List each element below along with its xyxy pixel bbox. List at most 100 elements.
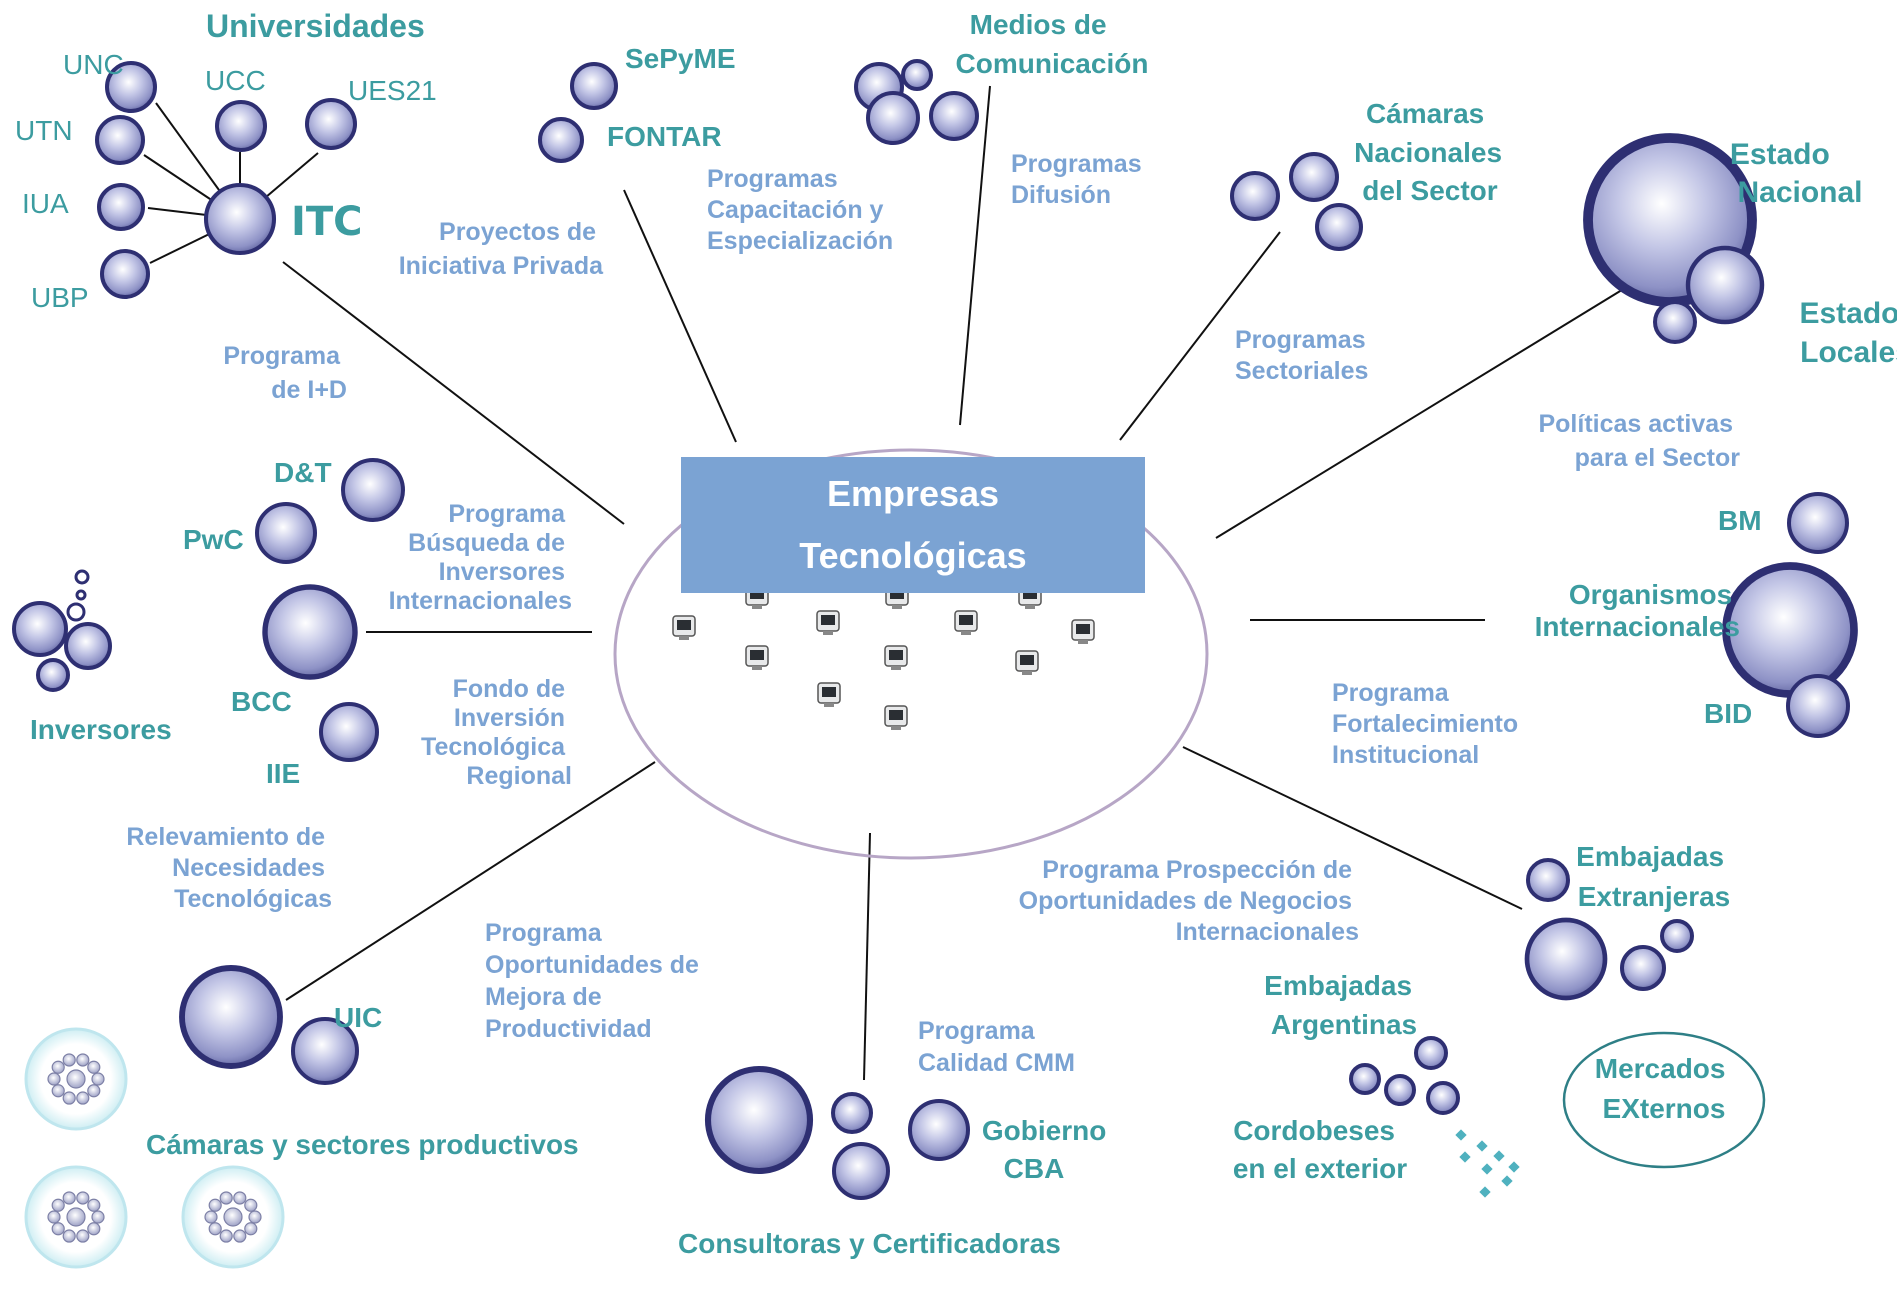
label-oportunidades: Programa Oportunidades de Mejora de Prod… xyxy=(485,919,706,1043)
label-organismos: Organismos Internacionales xyxy=(1535,579,1740,642)
dt-node xyxy=(341,458,405,522)
label-calidad: Programa Calidad CMM xyxy=(918,1017,1075,1077)
bm-node xyxy=(1787,492,1849,554)
computer-icons xyxy=(672,584,1095,730)
computer-icon xyxy=(884,705,908,730)
label-embajadas-argentinas: Embajadas Argentinas xyxy=(1264,970,1420,1040)
sphere-nodes xyxy=(12,59,1858,1200)
gobierno-node xyxy=(908,1099,970,1161)
embajadas-argentinas-node-3 xyxy=(1384,1074,1416,1106)
inversores-small-dot-2 xyxy=(66,602,86,622)
label-busqueda: Programa Búsqueda de Inversores Internac… xyxy=(389,500,572,615)
unc-node xyxy=(105,61,157,113)
computer-icon xyxy=(884,645,908,670)
label-iie: IIE xyxy=(266,758,300,789)
cluster-icons xyxy=(24,1027,1520,1269)
label-mercados: Mercados EXternos xyxy=(1595,1053,1734,1124)
cordobeses-dot-icon xyxy=(1508,1161,1520,1173)
label-camaras-productivos: Cámaras y sectores productivos xyxy=(146,1129,579,1160)
label-ues21: UES21 xyxy=(348,75,437,106)
cordobeses-dot-icon xyxy=(1493,1150,1505,1162)
estado-nacional-small-node xyxy=(1685,245,1765,325)
consultoras-node-1 xyxy=(704,1065,814,1175)
inversores-node-2 xyxy=(64,622,112,670)
cordobeses-dot-icon xyxy=(1479,1186,1491,1198)
label-bm: BM xyxy=(1718,505,1762,536)
productive-cluster-icon xyxy=(24,1027,128,1131)
empresas-tecnologicas-box: Empresas Tecnológicas xyxy=(681,457,1145,593)
label-fontar: FONTAR xyxy=(607,121,722,152)
label-prospeccion: Programa Prospección de Oportunidades de… xyxy=(1019,856,1359,946)
bcc-node xyxy=(262,584,358,680)
label-programa-id: Programa de I+D xyxy=(223,342,347,404)
label-estado-nacional: Estado Nacional xyxy=(1730,138,1863,209)
label-ucc: UCC xyxy=(205,65,266,96)
fontar-node xyxy=(538,117,584,163)
bid-node xyxy=(1786,674,1850,738)
mercados-externos-ellipse xyxy=(1562,1031,1766,1169)
label-capacitacion: Programas Capacitación y Especialización xyxy=(707,165,893,255)
iie-node xyxy=(319,702,379,762)
consultoras-node-3 xyxy=(832,1142,890,1200)
cordobeses-dot-icon xyxy=(1481,1163,1493,1175)
iua-node xyxy=(97,183,145,231)
computer-icon xyxy=(816,610,840,635)
pwc-node xyxy=(255,502,317,564)
companies-ellipse xyxy=(613,448,1209,860)
estados-locales-node xyxy=(1653,300,1697,344)
label-utn: UTN xyxy=(15,115,73,146)
label-medios: Medios de Comunicación xyxy=(956,9,1149,79)
itc-node xyxy=(203,182,277,256)
label-iua: IUA xyxy=(22,188,69,219)
label-politicas: Políticas activas para el Sector xyxy=(1538,410,1740,472)
label-pwc: PwC xyxy=(183,524,244,555)
ubp-node xyxy=(100,249,150,299)
label-unc: UNC xyxy=(63,49,124,80)
cordobeses-dot-icon xyxy=(1501,1175,1513,1187)
inversores-node-3 xyxy=(36,658,70,692)
computer-icon xyxy=(745,645,769,670)
productive-cluster-icon xyxy=(181,1165,285,1269)
label-itc: ITC xyxy=(291,199,363,245)
inversores-small-dot-0 xyxy=(74,569,90,585)
embajadas-argentinas-node-4 xyxy=(1426,1081,1460,1115)
label-consultoras: Consultoras y Certificadoras xyxy=(678,1228,1061,1259)
label-gobierno: Gobierno CBA xyxy=(982,1115,1114,1184)
label-bid: BID xyxy=(1704,698,1752,729)
label-fondo: Fondo de Inversión Tecnológica Regional xyxy=(421,675,572,790)
computer-icon xyxy=(1015,650,1039,675)
medios-node-2 xyxy=(901,59,933,91)
label-relevamiento: Relevamiento de Necesidades Tecnológicas xyxy=(126,823,332,913)
computer-icon xyxy=(672,615,696,640)
consultoras-node-2 xyxy=(831,1092,873,1134)
embajadas-extranjeras-node-3 xyxy=(1620,945,1666,991)
ucc-node xyxy=(215,100,267,152)
label-difusion: Programas Difusión xyxy=(1011,150,1149,209)
label-embajadas-extranjeras: Embajadas Extranjeras xyxy=(1576,841,1732,912)
camaras-nacionales-node-3 xyxy=(1315,203,1363,251)
camaras-nacionales-node-2 xyxy=(1289,152,1339,202)
cordobeses-dot-icon xyxy=(1455,1129,1467,1141)
computer-icon xyxy=(954,610,978,635)
uic-node xyxy=(179,965,283,1069)
embajadas-extranjeras-node-2 xyxy=(1524,917,1608,1001)
label-cordobeses: Cordobeses en el exterior xyxy=(1233,1115,1407,1184)
embajadas-extranjeras-node-1 xyxy=(1526,858,1570,902)
productive-cluster-icon xyxy=(24,1165,128,1269)
embajadas-argentinas-node-2 xyxy=(1349,1063,1381,1095)
medios-node-4 xyxy=(929,91,979,141)
center-line-2: Tecnológicas xyxy=(799,535,1027,576)
uic-small-node xyxy=(291,1017,359,1085)
embajadas-argentinas-node-1 xyxy=(1414,1036,1448,1070)
sepyme-node xyxy=(570,62,618,110)
label-ubp: UBP xyxy=(31,282,89,313)
embajadas-extranjeras-node-4 xyxy=(1660,919,1694,953)
cordobeses-dot-icon xyxy=(1476,1140,1488,1152)
label-dt: D&T xyxy=(274,457,332,488)
inversores-node-1 xyxy=(12,601,68,657)
cordobeses-dot-icon xyxy=(1459,1151,1471,1163)
camaras-nacionales-node-1 xyxy=(1230,171,1280,221)
label-bcc: BCC xyxy=(231,686,292,717)
label-fortalecimiento: Programa Fortalecimiento Institucional xyxy=(1332,679,1525,769)
